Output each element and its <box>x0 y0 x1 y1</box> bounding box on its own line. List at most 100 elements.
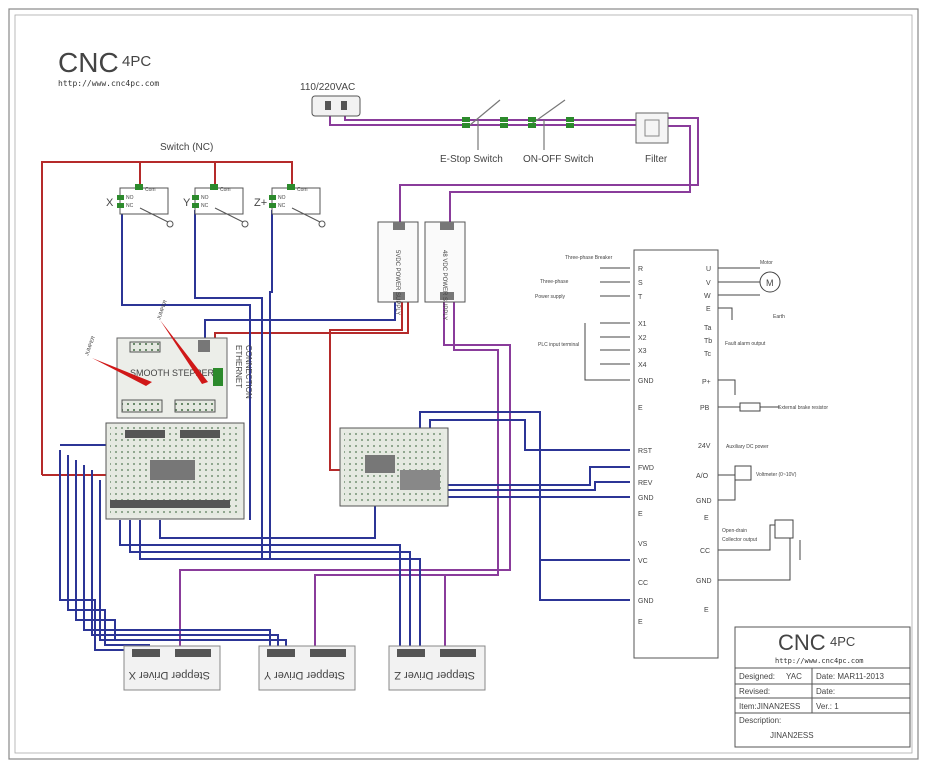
svg-text:P+: P+ <box>702 379 711 386</box>
power-input-label: 110/220VAC <box>300 82 355 93</box>
svg-text:X3: X3 <box>638 348 647 355</box>
logo-sub: 4PC <box>122 53 151 70</box>
svg-text:E: E <box>638 511 643 518</box>
iec-inlet <box>311 95 361 117</box>
svg-text:T: T <box>638 294 643 301</box>
title-logo-main: CNC <box>778 630 826 655</box>
vfd-label-power-supply: Power supply <box>535 294 566 300</box>
vfd-label-brake: External brake resistor <box>778 405 828 411</box>
vfd-label-earth: Earth <box>773 314 785 320</box>
svg-text:24V: 24V <box>698 443 711 450</box>
svg-text:GND: GND <box>638 495 654 502</box>
svg-text:E: E <box>638 405 643 412</box>
designed-label: Designed: <box>739 672 775 681</box>
svg-text:CC: CC <box>638 580 648 587</box>
svg-text:GND: GND <box>696 498 712 505</box>
logo-main: CNC <box>58 47 119 78</box>
driver-y-label: Stepper Driver Y <box>263 669 345 681</box>
psu-48v-label: 48 VDC POWER SUPPLY <box>441 250 447 320</box>
svg-text:X2: X2 <box>638 335 647 342</box>
power-input: 110/220VAC <box>300 82 361 117</box>
svg-text:NC: NC <box>126 203 134 209</box>
svg-text:GND: GND <box>696 578 712 585</box>
description-value: JINAN2ESS <box>770 731 814 740</box>
svg-text:E: E <box>704 515 709 522</box>
stepper-driver-x: Stepper Driver X <box>123 645 221 691</box>
limit-switch-title: Switch (NC) <box>160 142 213 153</box>
svg-text:REV: REV <box>638 480 653 487</box>
relay-board <box>339 427 449 507</box>
svg-text:Ta: Ta <box>704 325 712 332</box>
vfd-label-fault: Fault alarm output <box>725 341 766 347</box>
svg-text:RST: RST <box>638 448 653 455</box>
svg-text:GND: GND <box>638 598 654 605</box>
power-supply-48v: 48 VDC POWER SUPPLY <box>424 221 466 320</box>
limit-switch-y: Y Com NO NC <box>183 184 249 228</box>
svg-text:R: R <box>638 266 643 273</box>
filter-label: Filter <box>645 154 668 165</box>
svg-text:PB: PB <box>700 405 710 412</box>
svg-text:A/O: A/O <box>696 473 709 480</box>
outer-frame <box>8 8 919 760</box>
svg-text:NO: NO <box>201 195 209 201</box>
svg-text:X4: X4 <box>638 362 647 369</box>
svg-text:Com: Com <box>297 187 308 193</box>
svg-text:NC: NC <box>201 203 209 209</box>
description-label: Description: <box>739 716 781 725</box>
svg-text:X1: X1 <box>638 321 647 328</box>
limit-switch-z: Z+ Com NO NC <box>254 184 326 228</box>
date2-label: Date: <box>816 687 835 696</box>
limit-y-label: Y <box>183 197 191 209</box>
motor-symbol: M <box>759 271 781 293</box>
stepper-driver-z: Stepper Driver Z <box>388 645 486 691</box>
svg-text:Com: Com <box>220 187 231 193</box>
inner-frame <box>14 14 913 754</box>
ac-wires <box>179 116 699 658</box>
estop-label: E-Stop Switch <box>440 154 503 165</box>
svg-text:E: E <box>706 306 711 313</box>
blue-wires <box>59 210 630 651</box>
jumper-label-1: JUMPER <box>84 335 97 357</box>
filter: Filter <box>635 112 669 165</box>
power-supply-5v: 5VDC POWER SUPPLY <box>377 221 419 315</box>
svg-text:E: E <box>638 619 643 626</box>
title-logo-sub: 4PC <box>830 634 855 649</box>
svg-text:GND: GND <box>638 378 654 385</box>
revised-label: Revised: <box>739 687 770 696</box>
vfd-label-motor: Motor <box>760 260 773 266</box>
vfd-label-three-phase: Three-phase <box>540 279 569 285</box>
ethernet-label-2: CONNECTION <box>244 345 253 399</box>
breakout-board <box>105 422 245 520</box>
limit-x-label: X <box>106 197 114 209</box>
title-block: CNC 4PC http://www.cnc4pc.com Designed: … <box>734 626 911 748</box>
ethernet-label-1: ETHERNET <box>234 345 243 388</box>
vfd-label-collector: Collector output <box>722 537 758 543</box>
svg-text:Com: Com <box>145 187 156 193</box>
svg-text:W: W <box>704 293 711 300</box>
limit-z-label: Z+ <box>254 197 267 209</box>
date-value: Date: MAR11-2013 <box>816 672 884 681</box>
svg-text:NC: NC <box>278 203 286 209</box>
limit-switch-x: X Com NO NC <box>106 184 174 228</box>
switch-terminals <box>462 117 574 128</box>
svg-text:S: S <box>638 280 643 287</box>
svg-text:V: V <box>706 280 711 287</box>
jumper-label-2: JUMPER <box>156 299 169 321</box>
svg-text:VC: VC <box>638 558 648 565</box>
svg-text:M: M <box>766 278 774 288</box>
vfd-label-voltmeter: Voltmeter (0~10V) <box>756 472 797 478</box>
vfd-unit: Three-phase Breaker Three-phase Power su… <box>535 249 828 659</box>
logo-url: http://www.cnc4pc.com <box>58 79 159 88</box>
vfd-label-breaker: Three-phase Breaker <box>565 255 613 261</box>
vfd-label-open-drain: Open-drain <box>722 528 747 534</box>
svg-text:VS: VS <box>638 541 648 548</box>
cnc4pc-logo: CNC 4PC http://www.cnc4pc.com <box>58 47 159 88</box>
psu-5v-label: 5VDC POWER SUPPLY <box>394 250 400 315</box>
svg-text:Tc: Tc <box>704 351 712 358</box>
svg-text:E: E <box>704 607 709 614</box>
stepper-driver-y: Stepper Driver Y <box>258 645 356 691</box>
designer-value: YAC <box>786 672 802 681</box>
vfd-label-aux: Auxiliary DC power <box>726 444 769 450</box>
svg-text:CC: CC <box>700 548 710 555</box>
